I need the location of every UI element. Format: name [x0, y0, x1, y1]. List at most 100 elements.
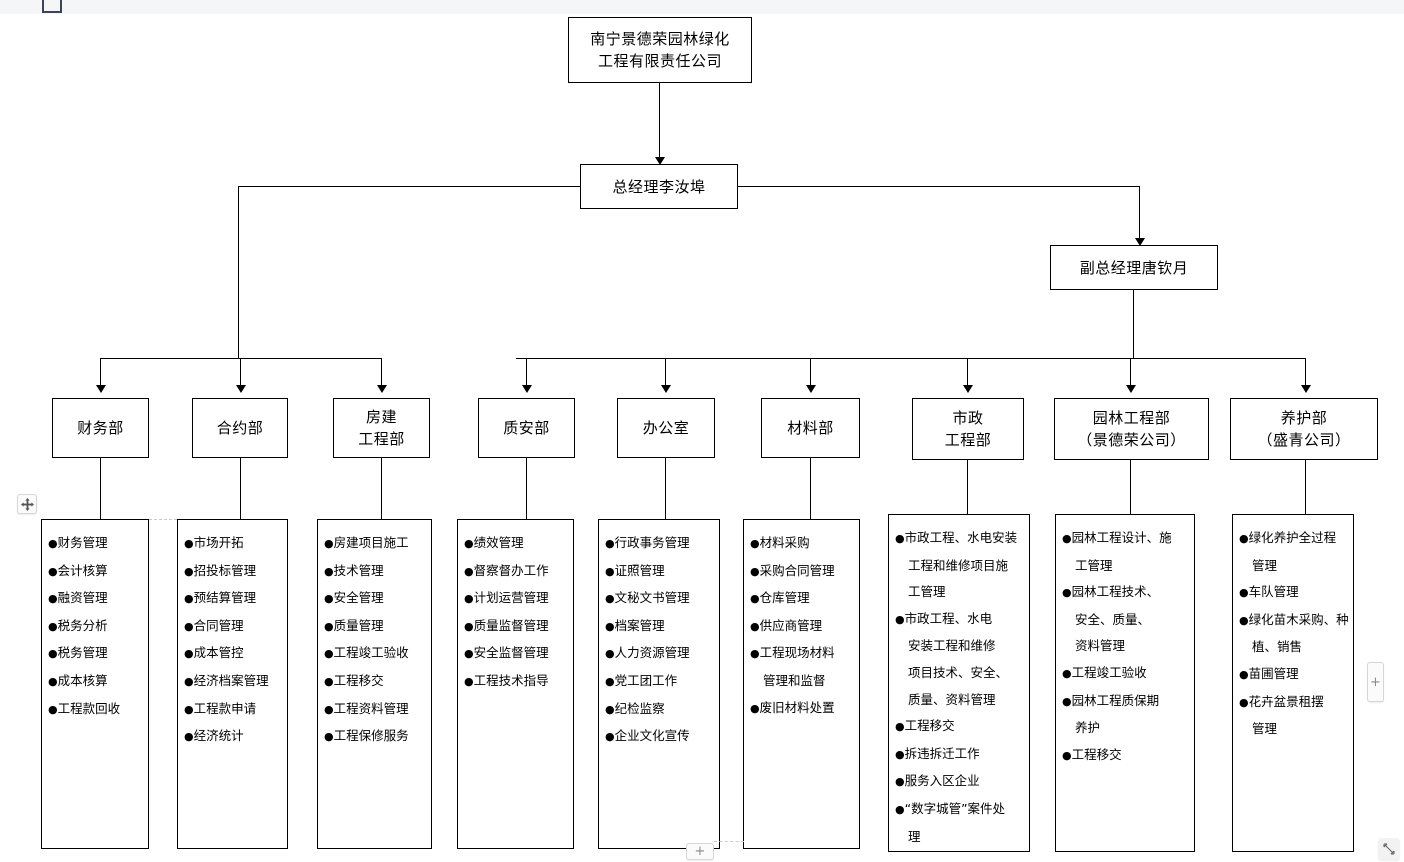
dept-label-landscape-2: （景德荣公司） [1077, 431, 1186, 449]
bullet-icon: ● [605, 592, 615, 606]
bullet-icon: ● [750, 619, 760, 633]
duty-list-office[interactable]: ●行政事务管理●证照管理●文秘文书管理●档案管理●人力资源管理●党工团工作●纪检… [598, 519, 720, 849]
duty-list-landscape[interactable]: ●园林工程设计、施工管理●园林工程技术、安全、质量、资料管理●工程竣工验收●园林… [1055, 514, 1195, 852]
bullet-icon: ● [1239, 695, 1249, 709]
duty-item-label: 工程现场材料 [759, 645, 835, 661]
resize-corner-icon[interactable] [1378, 838, 1400, 860]
dept-box-materials[interactable]: 材料部 [761, 398, 860, 458]
duty-list-quality[interactable]: ●绩效管理●督察督办工作●计划运营管理●质量监督管理●安全监督管理●工程技术指导 [457, 519, 574, 849]
duty-item: ●合同管理 [184, 613, 281, 641]
bullet-icon: ● [464, 647, 474, 661]
bullet-icon: ● [750, 647, 760, 661]
drop-finance [100, 358, 101, 388]
duty-item: ●经济统计 [184, 723, 281, 751]
deputy-manager-box[interactable]: 副总经理唐钦月 [1050, 245, 1218, 290]
duty-item-label: 拆违拆迁工作 [904, 745, 980, 761]
expand-bottom-button[interactable]: + [686, 843, 714, 860]
duty-item: ●绿化苗木采购、种 [1239, 607, 1349, 635]
drop-contract [240, 358, 241, 388]
duty-item-label: 管理 [1252, 557, 1278, 573]
duty-list-building[interactable]: ●房建项目施工●技术管理●安全管理●质量管理●工程竣工验收●工程移交●工程资料管… [317, 519, 432, 849]
bullet-icon: ● [605, 702, 615, 716]
duty-item-label: 人力资源管理 [614, 645, 690, 661]
dept-box-maintenance[interactable]: 养护部 （盛青公司） [1230, 398, 1378, 460]
duty-item-label: 安装工程和维修 [908, 638, 996, 654]
duty-item-label: 会计核算 [57, 562, 108, 578]
vertical-scrollbar[interactable] [1392, 0, 1404, 862]
duty-item: ●成本核算 [48, 668, 142, 696]
duty-list-contract[interactable]: ●市场开拓●招投标管理●预结算管理●合同管理●成本管控●经济档案管理●工程款申请… [177, 519, 288, 849]
duty-item-label: 工程和维修项目施 [908, 557, 1009, 573]
bullet-icon: ● [750, 592, 760, 606]
bullet-icon: ● [48, 674, 58, 688]
company-title-box[interactable]: 南宁景德荣园林绿化 工程有限责任公司 [568, 17, 752, 83]
arrow-materials [806, 385, 816, 393]
duty-item-label: 工程移交 [1071, 746, 1122, 762]
duty-item: ●市场开拓 [184, 530, 281, 558]
bullet-icon: ● [48, 592, 58, 606]
dept-label-maintenance-1: 养护部 [1280, 409, 1328, 427]
duty-item: 安全、质量、 [1062, 607, 1188, 634]
duty-item: ●督察督办工作 [464, 558, 567, 586]
bullet-icon: ● [605, 564, 615, 578]
bullet-icon: ● [1239, 532, 1249, 545]
duty-item-label: 园林工程设计、施 [1071, 530, 1172, 545]
stem-maintenance [1305, 460, 1306, 520]
dept-box-landscape[interactable]: 园林工程部 （景德荣公司） [1054, 398, 1209, 460]
duty-item-label: “数字城管”案件处 [904, 800, 1006, 816]
dept-box-office[interactable]: 办公室 [617, 398, 715, 458]
duty-item-label: 植、销售 [1252, 639, 1303, 655]
duty-item-label: 资料管理 [1075, 638, 1126, 654]
bullet-icon: ● [324, 674, 334, 688]
dept-box-building[interactable]: 房建 工程部 [333, 398, 430, 458]
bullet-icon: ● [895, 720, 905, 734]
duty-item-label: 采购合同管理 [759, 562, 835, 578]
duty-item: ●工程移交 [324, 668, 425, 696]
dept-box-contract[interactable]: 合约部 [192, 398, 288, 458]
dept-box-municipal[interactable]: 市政 工程部 [912, 398, 1024, 460]
duty-item: ●绩效管理 [464, 530, 567, 558]
connector-gm-left-v [238, 186, 239, 358]
dept-label-contract-1: 合约部 [216, 419, 264, 437]
bullet-icon: ● [895, 747, 905, 761]
duty-item-label: 工程保修服务 [333, 728, 409, 744]
duty-item: 工管理 [1062, 553, 1188, 580]
dept-label-quality-1: 质安部 [503, 419, 550, 437]
bullet-icon: ● [48, 537, 58, 550]
dept-box-quality[interactable]: 质安部 [478, 398, 575, 458]
duty-list-materials[interactable]: ●材料采购●采购合同管理●仓库管理●供应商管理●工程现场材料管理和监督●废旧材料… [743, 519, 860, 849]
top-bar [0, 0, 1404, 14]
dept-label-municipal-1: 市政 [952, 409, 984, 427]
duty-item: 工程和维修项目施 [895, 553, 1023, 580]
duty-item: ●融资管理 [48, 585, 142, 613]
bullet-icon: ● [184, 702, 194, 716]
top-bar-handle[interactable] [42, 0, 62, 13]
bullet-icon: ● [1062, 666, 1072, 680]
expand-right-button[interactable]: + [1367, 662, 1384, 702]
drop-landscape [1130, 358, 1131, 388]
duty-list-municipal[interactable]: ●市政工程、水电安装工程和维修项目施工管理●市政工程、水电安装工程和维修项目技术… [888, 514, 1030, 852]
duty-item-label: 工程技术指导 [473, 672, 549, 688]
bullet-icon: ● [184, 619, 194, 633]
dept-box-finance[interactable]: 财务部 [52, 398, 149, 458]
duty-item-label: 绿化养护全过程 [1248, 530, 1337, 545]
bullet-icon: ● [895, 612, 905, 626]
duty-item-label: 工程竣工验收 [1071, 664, 1147, 680]
bullet-icon: ● [324, 702, 334, 716]
duty-item-label: 预结算管理 [193, 590, 257, 606]
connector-deputy-down [1133, 290, 1134, 358]
duty-item-label: 废旧材料处置 [759, 699, 835, 715]
arrow-building [377, 385, 387, 393]
move-handle-icon[interactable] [17, 494, 37, 514]
duty-item: 工管理 [895, 579, 1023, 606]
general-manager-box[interactable]: 总经理李汝埠 [580, 164, 738, 209]
duty-list-maintenance[interactable]: ●绿化养护全过程管理●车队管理●绿化苗木采购、种植、销售●苗圃管理●花卉盆景租摆… [1232, 514, 1354, 852]
dept-label-building-2: 工程部 [358, 430, 405, 448]
duty-item: ●财务管理 [48, 530, 142, 558]
drop-materials [810, 358, 811, 388]
bullet-icon: ● [605, 647, 615, 661]
drop-office [665, 358, 666, 388]
duty-item: 管理和监督 [750, 668, 853, 695]
bullet-icon: ● [48, 647, 58, 661]
duty-list-finance[interactable]: ●财务管理●会计核算●融资管理●税务分析●税务管理●成本核算●工程款回收 [41, 519, 149, 849]
